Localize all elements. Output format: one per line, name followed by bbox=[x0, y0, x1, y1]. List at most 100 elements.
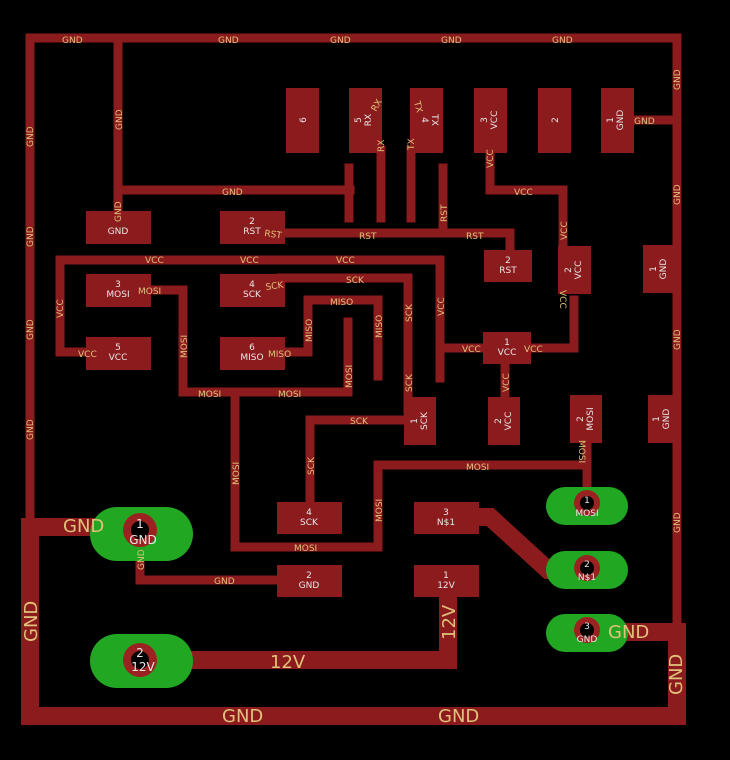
ic-vcc-a-num: 2 bbox=[564, 267, 574, 273]
ic-sck-name: SCK bbox=[420, 411, 430, 430]
mosi-label-1: MOSI bbox=[180, 335, 190, 358]
header-pad-3 bbox=[474, 88, 507, 153]
header-pin4-num: 4 bbox=[419, 117, 429, 123]
conn-gnd-big: GND bbox=[608, 622, 649, 643]
ic-pad-rst bbox=[484, 250, 532, 282]
tx-silk-label: TX bbox=[411, 99, 424, 114]
ic-pad-sck bbox=[404, 397, 436, 445]
header-pad-1 bbox=[601, 88, 634, 153]
right-gnd-vertical: GND bbox=[666, 654, 687, 695]
ic-pad-gnd-a bbox=[643, 245, 676, 293]
isp-miso-name: MISO bbox=[240, 353, 263, 363]
vcc-loop-label-9: VCC bbox=[557, 290, 567, 309]
ic-mosi-name: MOSI bbox=[586, 407, 596, 430]
miso-label-1: MISO bbox=[330, 298, 353, 308]
ic-gnd-a-name: GND bbox=[659, 259, 669, 280]
rst-trace-label-2: RST bbox=[466, 232, 484, 242]
ic-vcc-b-name: VCC bbox=[498, 348, 517, 358]
vcc-loop-label-6: VCC bbox=[462, 345, 481, 355]
vcc-header-label: VCC bbox=[486, 149, 496, 168]
isp-vcc-trace-label: VCC bbox=[78, 350, 97, 360]
mosi-label-8: MOSI bbox=[466, 463, 489, 473]
header-pad-6 bbox=[286, 88, 319, 153]
ic-pad-vcc-a bbox=[558, 246, 591, 294]
rx-trace-label: RX bbox=[377, 140, 387, 152]
ic-pad-mosi bbox=[570, 395, 602, 443]
isp-rst-silk: RST bbox=[264, 229, 283, 241]
header-pin2-num: 2 bbox=[551, 117, 561, 123]
header-pin1-num: 1 bbox=[606, 117, 616, 123]
left-gnd-label-4: GND bbox=[26, 419, 36, 440]
gnd-jack-vertical-label: GND bbox=[137, 549, 147, 570]
right-gnd-label-2: GND bbox=[673, 184, 683, 205]
bottom-gnd-2: GND bbox=[438, 706, 479, 727]
conn-n1-num: 2 bbox=[584, 560, 590, 570]
isp-gnd-label: GND bbox=[108, 227, 129, 237]
vcc-loop-label-5: VCC bbox=[437, 297, 447, 316]
header-pin6-num: 6 bbox=[299, 117, 309, 123]
vcc-horizontal-label: VCC bbox=[514, 188, 533, 198]
ic-gnd-c-num: 2 bbox=[306, 571, 312, 581]
ic-sck-b-num: 4 bbox=[306, 508, 312, 518]
isp-pad-sck bbox=[220, 274, 285, 307]
isp-mosi-silk: MOSI bbox=[138, 287, 161, 297]
gnd-thick-trace bbox=[21, 518, 686, 725]
top-gnd-label-1: GND bbox=[62, 36, 83, 46]
pads bbox=[86, 88, 676, 688]
conn-mosi-name: MOSI bbox=[575, 509, 598, 519]
ic-pad-vcc-c bbox=[488, 397, 520, 445]
left-gnd-label-1: GND bbox=[26, 126, 36, 147]
mosi-label-3: MOSI bbox=[278, 390, 301, 400]
isp-rst-name: RST bbox=[243, 227, 261, 237]
sck-label-5: SCK bbox=[307, 456, 317, 475]
12v-big-label: 12V bbox=[270, 652, 306, 673]
gnd-jack-trace-label: GND bbox=[214, 577, 235, 587]
tx-trace-label: TX bbox=[407, 138, 417, 151]
isp-gnd-trace-label: GND bbox=[114, 201, 124, 222]
isp-mosi-num: 3 bbox=[115, 280, 121, 290]
right-gnd-label-1: GND bbox=[673, 69, 683, 90]
isp-pad-vcc bbox=[86, 337, 151, 370]
isp-vcc-name: VCC bbox=[109, 353, 128, 363]
ic-gnd-b-num: 1 bbox=[652, 416, 662, 422]
header-pin4-name: TX bbox=[429, 113, 439, 126]
ic-12v-num: 1 bbox=[443, 571, 449, 581]
ic-mosi-num: 2 bbox=[576, 416, 586, 422]
labels: GND GND GND GND GND GND GND GND GND GND … bbox=[21, 36, 687, 727]
right-gnd-label-3: GND bbox=[673, 329, 683, 350]
ic-n1-name: N$1 bbox=[437, 518, 455, 528]
left-gnd-big: GND bbox=[63, 516, 104, 537]
sck-label-4: SCK bbox=[350, 417, 369, 427]
vcc-loop-label-8: VCC bbox=[502, 373, 512, 392]
bottom-gnd-1: GND bbox=[222, 706, 263, 727]
ic-pad-vcc-b bbox=[483, 332, 531, 364]
left-gnd-vertical: GND bbox=[21, 601, 42, 642]
mosi-label-6: MOSI bbox=[294, 544, 317, 554]
conn-n1-name: N$1 bbox=[578, 573, 596, 583]
ic-pad-gnd-b bbox=[648, 395, 676, 443]
12v-vertical-label: 12V bbox=[439, 604, 460, 640]
ic-vcc-c-num: 2 bbox=[494, 418, 504, 424]
header-pin5-name: RX bbox=[364, 114, 374, 126]
gnd-border-trace bbox=[25, 33, 682, 630]
miso-label-2: MISO bbox=[305, 319, 315, 342]
vcc-loop-label-1: VCC bbox=[145, 256, 164, 266]
conn-gnd-num: 3 bbox=[584, 622, 590, 632]
ic-sck-b-name: SCK bbox=[300, 518, 319, 528]
header-gnd-trace-label: GND bbox=[634, 117, 655, 127]
mosi-label-4: MOSI bbox=[345, 365, 355, 388]
header-pad-4 bbox=[410, 88, 443, 153]
jack-12v-num: 2 bbox=[136, 646, 144, 660]
header-pin3-name: VCC bbox=[490, 111, 500, 130]
vcc-loop-trace bbox=[55, 255, 510, 357]
ic-rst-name: RST bbox=[499, 266, 517, 276]
ic-12v-name: 12V bbox=[437, 581, 455, 591]
sck-label-1: SCK bbox=[346, 276, 365, 286]
jack-12v-name: 12V bbox=[131, 660, 155, 674]
isp-rst-num: 2 bbox=[249, 217, 255, 227]
top-gnd-label-3: GND bbox=[330, 36, 351, 46]
ic-pad-12v bbox=[414, 565, 479, 597]
isp-vcc-num: 5 bbox=[115, 343, 121, 353]
vcc-loop-label-4: VCC bbox=[56, 299, 66, 318]
